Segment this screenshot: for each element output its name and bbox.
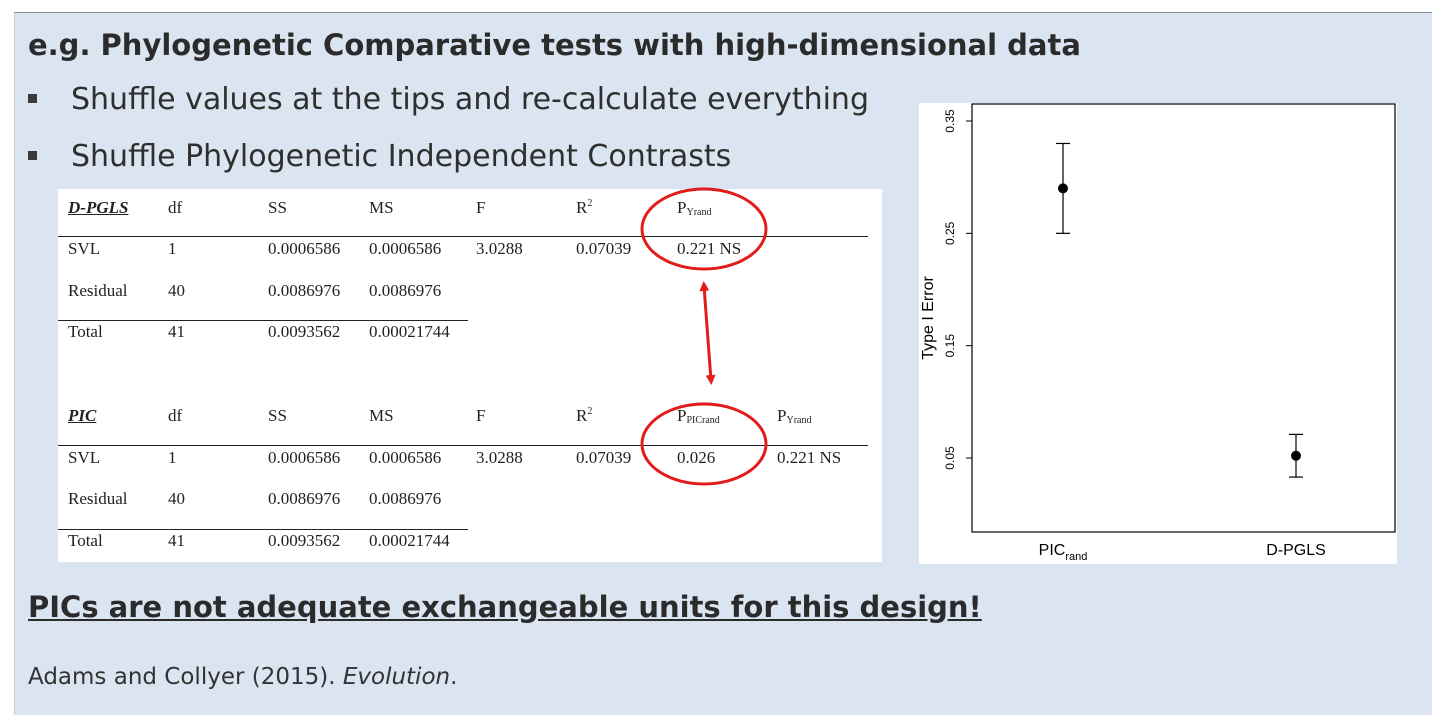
square-bullet-icon [28, 94, 37, 103]
col-ms: MS [369, 198, 394, 217]
table-title-pic: PIC [68, 406, 97, 425]
conclusion-text: PICs are not adequate exchangeable units… [28, 590, 982, 624]
anova-tables: D-PGLS df SS MS F R2 PYrand SVL 1 0.0006… [58, 189, 882, 562]
table-rule [58, 445, 868, 446]
table-rule [58, 320, 468, 321]
y-tick-label: 0.35 [943, 109, 957, 133]
y-tick-label: 0.25 [943, 221, 957, 245]
y-tick-label: 0.15 [943, 334, 957, 358]
col-p-yrand: PYrand [777, 406, 812, 426]
data-point [1058, 183, 1068, 194]
col-p-yrand: PYrand [677, 198, 712, 218]
col-p-picrand: PPICrand [677, 406, 720, 426]
col-ms: MS [369, 406, 394, 425]
table-title-dpgls: D-PGLS [68, 198, 129, 217]
bullet-shuffle-pic: Shuffle Phylogenetic Independent Contras… [28, 139, 731, 174]
col-ss: SS [268, 198, 287, 217]
col-df: df [168, 406, 183, 425]
y-tick-label: 0.05 [943, 446, 957, 470]
plot-frame [971, 103, 1396, 533]
citation: Adams and Collyer (2015). Evolution. [28, 664, 458, 690]
bullet-shuffle-tips: Shuffle values at the tips and re-calcul… [28, 82, 869, 117]
col-f: F [476, 198, 486, 217]
x-category-label: PICrand [1039, 542, 1088, 563]
col-r2: R2 [576, 406, 593, 425]
x-category-label: D-PGLS [1266, 542, 1326, 559]
table-rule [58, 236, 868, 237]
bullet-text: Shuffle Phylogenetic Independent Contras… [71, 139, 732, 174]
table-rule [58, 529, 468, 530]
data-point [1291, 450, 1301, 461]
bullet-text: Shuffle values at the tips and re-calcul… [71, 82, 869, 117]
square-bullet-icon [28, 151, 37, 160]
col-r2: R2 [576, 198, 593, 217]
col-ss: SS [268, 406, 287, 425]
y-axis-label: Type I Error [920, 276, 937, 360]
col-f: F [476, 406, 486, 425]
col-df: df [168, 198, 183, 217]
slide-title: e.g. Phylogenetic Comparative tests with… [28, 28, 1081, 62]
